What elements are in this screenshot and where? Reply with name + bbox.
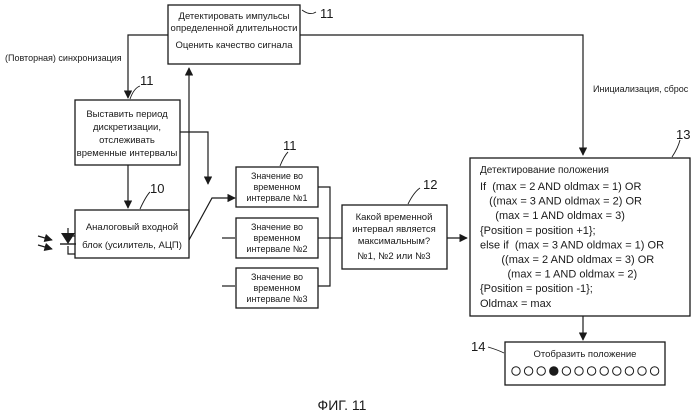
- interval3-box: Значение во временном интервале №3: [236, 268, 318, 308]
- ref-analog: 10: [150, 181, 164, 196]
- interval1-line3: интервале №1: [246, 193, 307, 203]
- interval1-line1: Значение во: [251, 171, 303, 181]
- led-indicator-active: [550, 367, 558, 375]
- position-code-line: Oldmax = max: [480, 298, 552, 310]
- max-question-line4: №1, №2 или №3: [357, 251, 430, 262]
- position-code-line: (max = 1 AND oldmax = 3): [480, 210, 625, 222]
- led-indicator: [524, 367, 532, 375]
- led-indicator: [512, 367, 520, 375]
- arrow-detect-to-position: [300, 35, 583, 155]
- ref-leader-sampling: [130, 86, 140, 99]
- analog-line2: блок (усилитель, АЦП): [82, 240, 182, 251]
- detect-pulses-line1: Детектировать импульсы: [179, 11, 290, 22]
- ref-leader-interval1: [280, 152, 288, 166]
- interval2-line1: Значение во: [251, 222, 303, 232]
- position-code-line: If (max = 2 AND oldmax = 1) OR: [480, 181, 641, 193]
- led-indicator: [600, 367, 608, 375]
- sampling-line1: Выставить период: [86, 109, 168, 120]
- led-indicator: [537, 367, 545, 375]
- position-code-line: {Position = position +1};: [480, 225, 596, 237]
- led-indicator: [625, 367, 633, 375]
- init-reset-label: Инициализация, сброс: [593, 84, 689, 94]
- max-question-box: Какой временной интервал является максим…: [342, 177, 447, 269]
- analog-box: Аналоговый входной блок (усилитель, АЦП)…: [75, 181, 189, 258]
- interval3-line3: интервале №3: [246, 294, 307, 304]
- ref-sampling: 11: [140, 73, 154, 88]
- photodiode-icon: [38, 228, 76, 254]
- arrow-analog-to-interval1: [189, 198, 235, 240]
- line-interval1-out: [318, 187, 330, 286]
- led-indicator: [587, 367, 595, 375]
- interval3-line1: Значение во: [251, 272, 303, 282]
- resync-label: (Повторная) синхронизация: [5, 53, 122, 63]
- ref-question: 12: [423, 177, 437, 192]
- detect-pulses-line2: определенной длительности: [171, 23, 298, 34]
- position-code-line: else if (max = 3 AND oldmax = 1) OR: [480, 239, 664, 251]
- figure-caption: ФИГ. 11: [318, 397, 367, 413]
- ref-leader-detect: [302, 10, 316, 14]
- ref-detect: 11: [320, 6, 334, 21]
- max-question-line3: максимальным?: [358, 236, 430, 247]
- interval1-line2: временном: [253, 182, 300, 192]
- arrow-detect-to-sampling: [128, 35, 168, 98]
- display-box: Отобразить положение 14: [471, 339, 665, 385]
- led-indicator: [638, 367, 646, 375]
- led-indicator: [613, 367, 621, 375]
- interval1-box: Значение во временном интервале №1 11: [236, 138, 318, 207]
- position-code-line: ((max = 2 AND oldmax = 3) OR: [480, 254, 654, 266]
- ref-leader-position: [672, 140, 680, 157]
- interval2-line3: интервале №2: [246, 244, 307, 254]
- ref-position: 13: [676, 127, 690, 142]
- ref-leader-analog: [140, 192, 150, 209]
- led-indicator: [562, 367, 570, 375]
- position-detect-box: Детектирование положения If (max = 2 AND…: [470, 127, 690, 316]
- ref-interval1: 11: [283, 138, 297, 153]
- ref-leader-display: [488, 347, 504, 353]
- sampling-line3: отслеживать: [99, 135, 155, 146]
- ref-display: 14: [471, 339, 485, 354]
- position-detect-title: Детектирование положения: [480, 165, 609, 176]
- line-sampling-to-intervals: [180, 132, 208, 184]
- interval2-line2: временном: [253, 233, 300, 243]
- max-question-line2: интервал является: [352, 224, 436, 235]
- max-question-line1: Какой временной: [356, 212, 433, 223]
- sampling-line4: временные интервалы: [77, 148, 178, 159]
- position-code-line: {Position = position -1};: [480, 283, 593, 295]
- display-title: Отобразить положение: [534, 349, 637, 360]
- led-indicator: [575, 367, 583, 375]
- position-code-line: (max = 1 AND oldmax = 2): [480, 269, 637, 281]
- sampling-line2: дискретизации,: [93, 122, 161, 133]
- position-code-line: ((max = 3 AND oldmax = 2) OR: [480, 196, 642, 208]
- ref-leader-question: [408, 188, 420, 204]
- interval2-box: Значение во временном интервале №2: [236, 218, 318, 258]
- detect-pulses-line3: Оценить качество сигнала: [175, 40, 293, 51]
- led-indicator: [650, 367, 658, 375]
- analog-line1: Аналоговый входной: [86, 222, 178, 233]
- interval3-line2: временном: [253, 283, 300, 293]
